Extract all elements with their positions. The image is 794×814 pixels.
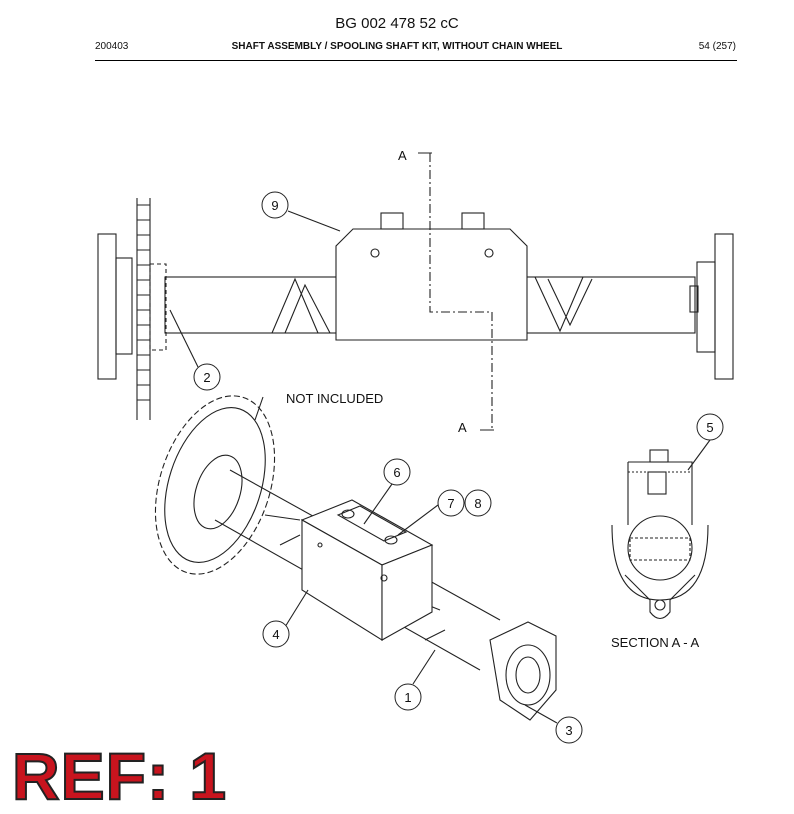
leader-2 [169, 309, 199, 368]
bearing-left [97, 233, 117, 380]
leader-1 [412, 649, 436, 685]
section-foot-hole [654, 599, 666, 611]
callout-2-circle [193, 363, 221, 391]
iso-bolt-1 [341, 509, 355, 519]
page-title: SHAFT ASSEMBLY / SPOOLING SHAFT KIT, WIT… [231, 41, 563, 52]
header-rule [95, 60, 737, 61]
shaft-end-right [689, 285, 699, 313]
carriage-bolt-left [380, 212, 404, 230]
callout-6: 6 [393, 465, 400, 480]
callout-7-circle [437, 489, 465, 517]
callout-5-circle [696, 413, 724, 441]
iso-hole [317, 542, 323, 548]
section-shaft-hatch [629, 537, 691, 561]
iso-bearing-bore [515, 656, 541, 694]
callout-7: 7 [447, 496, 454, 511]
section-mark-bottom: A [458, 420, 467, 435]
section-bolt-shank [647, 471, 667, 495]
section-bolt-head [649, 449, 669, 463]
iso-bearing-ring [505, 644, 551, 706]
carriage-hole-right [484, 248, 494, 258]
iso-block-plate [336, 505, 408, 542]
callout-1-circle [394, 683, 422, 711]
section-housing [611, 524, 709, 601]
callout-4: 4 [272, 627, 279, 642]
leader-not-included [254, 396, 264, 421]
page-number: 54 (257) [698, 41, 736, 52]
callout-5: 5 [706, 420, 713, 435]
bearing-left-inner [115, 257, 133, 355]
leader-9 [287, 210, 341, 232]
iso-view [154, 395, 558, 724]
callout-3: 3 [565, 723, 572, 738]
leader-4 [284, 589, 309, 628]
leader-5 [687, 439, 711, 471]
iso-bolt-2 [384, 535, 398, 545]
section-view-label: SECTION A - A [611, 635, 699, 650]
document-code: BG 002 478 52 cC [335, 15, 459, 32]
carriage-hole-left [370, 248, 380, 258]
bearing-right-inner [696, 261, 716, 353]
leader-3 [524, 704, 558, 724]
sprocket-teeth-side [137, 204, 150, 401]
iso-hole-2 [380, 574, 388, 582]
section-foot [624, 574, 696, 620]
sprocket-side [136, 198, 151, 420]
document-date: 200403 [95, 41, 129, 52]
callout-3-circle [555, 716, 583, 744]
carriage-body [335, 228, 528, 341]
section-mark-top: A [398, 148, 407, 163]
callout-9: 9 [271, 198, 278, 213]
helix-right [534, 276, 593, 333]
section-arrows [418, 152, 494, 431]
callout-8-circle [464, 489, 492, 517]
not-included-label: NOT INCLUDED [286, 391, 383, 406]
callout-8: 8 [474, 496, 481, 511]
callout-9-circle [261, 191, 289, 219]
iso-sprocket-outer [164, 407, 266, 563]
iso-bearing-flange [489, 621, 557, 721]
leader-7 [397, 504, 439, 536]
section-view [611, 439, 711, 620]
iso-helix [264, 514, 446, 641]
section-shaft [627, 515, 693, 581]
helix-left [271, 277, 331, 334]
iso-block-side [381, 544, 433, 641]
carriage-bolt-right [461, 212, 485, 230]
callout-6-circle [383, 458, 411, 486]
ref-label: REF: 1 [11, 738, 228, 814]
section-hatch-top [628, 461, 692, 473]
hub-left [149, 263, 167, 351]
callout-1: 1 [404, 690, 411, 705]
bearing-right [714, 233, 734, 380]
section-line [429, 153, 493, 430]
leader-6 [363, 483, 393, 525]
top-view [97, 152, 734, 431]
iso-sprocket-teeth [154, 395, 276, 575]
iso-sprocket-hub [193, 454, 243, 530]
callout-4-circle [262, 620, 290, 648]
callout-2: 2 [203, 370, 210, 385]
